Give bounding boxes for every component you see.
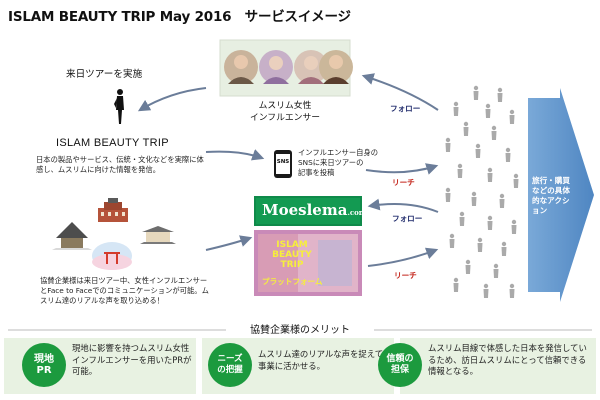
merits-header: 協賛企業様のメリット [250, 325, 350, 336]
follow-label-influencer: フォロー [390, 104, 421, 113]
arrow-platform-to-crowd [367, 247, 439, 267]
arrow-sponsor-to-platform [205, 235, 253, 251]
action-arrow [528, 88, 594, 302]
ibt-label: ISLAM BEAUTY TRIP [56, 137, 169, 149]
torii-sky-illustration [92, 242, 132, 270]
influencer-label: ムスリム女性 インフルエンサー [249, 101, 321, 123]
moeslema-logo: Moeslema.com [262, 201, 367, 219]
sns-phone-icon [274, 150, 292, 178]
ibt-description: 日本の製品やサービス、伝統・文化などを実際に体感し、ムスリムに向けた情報を発信。 [36, 155, 204, 174]
merits-header-row [0, 322, 600, 336]
japan-tour-label: 来日ツアーを実施 [66, 69, 143, 80]
merit-box-trust [400, 338, 596, 394]
action-text: 旅行・購買などの具体的なアクション [532, 176, 570, 215]
arrow-sns-to-crowd [365, 163, 439, 175]
merits-header-lines [8, 329, 592, 331]
platform-subtitle: プラットフォーム [262, 277, 323, 286]
platform-title: ISLAM BEAUTY TRIP [272, 240, 312, 270]
sns-icon-text: SNS [276, 159, 290, 165]
thatched-house-illustration [52, 222, 92, 250]
influencer-portraits [224, 50, 353, 84]
tokyo-station-illustration [98, 198, 128, 222]
temple-illustration [140, 226, 176, 244]
merit-badge-local-pr: 現地 PR [22, 343, 66, 387]
follow-label-moeslema: フォロー [392, 214, 423, 223]
arrow-crowd-to-influencer [361, 73, 439, 111]
page-title: ISLAM BEAUTY TRIP May 2016 サービスイメージ [8, 9, 351, 25]
crowd [445, 85, 519, 298]
sponsor-description: 協賛企業様は来日ツアー中、女性インフルエンサーとFace to Faceでのコミ… [40, 276, 209, 305]
reach-label-sns: リーチ [392, 178, 415, 187]
merit-badge-needs: ニーズ の把握 [208, 343, 252, 387]
merit-text-trust: ムスリム目線で体感した日本を発信しているため、訪日ムスリムにとって信頼できる情報… [428, 343, 587, 376]
arrow-ibt-to-sns [205, 149, 265, 161]
reach-label-platform: リーチ [394, 271, 417, 280]
arrow-influencer-to-ibt [137, 87, 207, 112]
merit-text-local-pr: 現地に影響を持つムスリム女性インフルエンサーを用いたPRが可能。 [72, 343, 192, 376]
sns-description: インフルエンサー自身の SNSに来日ツアーの 記事を投稿 [298, 148, 379, 177]
merit-badge-trust: 信頼の 担保 [378, 343, 422, 387]
traveler-silhouette [114, 89, 124, 124]
merit-text-needs: ムスリム達のリアルな声を捉えて事業に活かせる。 [258, 349, 384, 371]
arrow-crowd-to-moeslema [367, 198, 439, 213]
